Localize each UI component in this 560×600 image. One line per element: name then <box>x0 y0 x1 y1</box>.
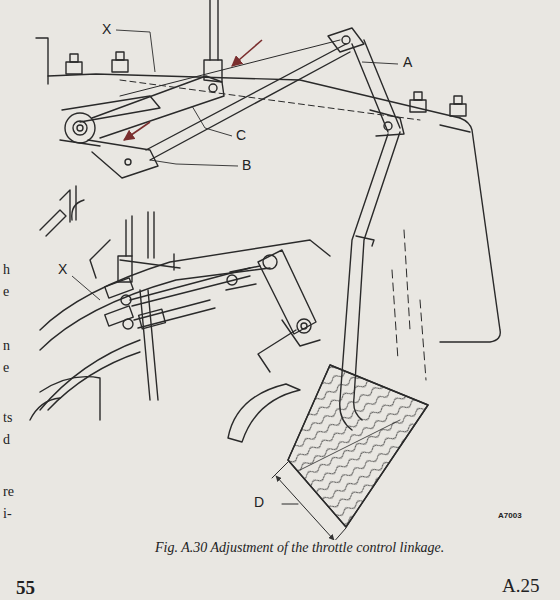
margin-fragment: h <box>1 262 12 277</box>
part-letter: A <box>401 55 414 70</box>
margin-fragment: e <box>1 284 11 299</box>
figure-code: A7003 <box>496 512 524 521</box>
margin-fragment: n <box>1 338 12 353</box>
dimension-letter: D <box>252 495 266 510</box>
part-letter: B <box>240 158 253 173</box>
part-letter: C <box>234 128 248 143</box>
figure-caption: Fig. A.30 Adjustment of the throttle con… <box>153 540 446 555</box>
part-letter: X <box>56 262 69 277</box>
margin-fragment: i- <box>1 506 14 521</box>
margin-fragment: d <box>1 432 12 447</box>
part-letter: X <box>100 22 113 37</box>
margin-fragment: e <box>1 360 11 375</box>
section-number: A.25 <box>500 576 541 597</box>
margin-fragment: re <box>1 484 16 499</box>
margin-fragment: ts <box>1 410 14 425</box>
page-number: 55 <box>14 578 37 599</box>
